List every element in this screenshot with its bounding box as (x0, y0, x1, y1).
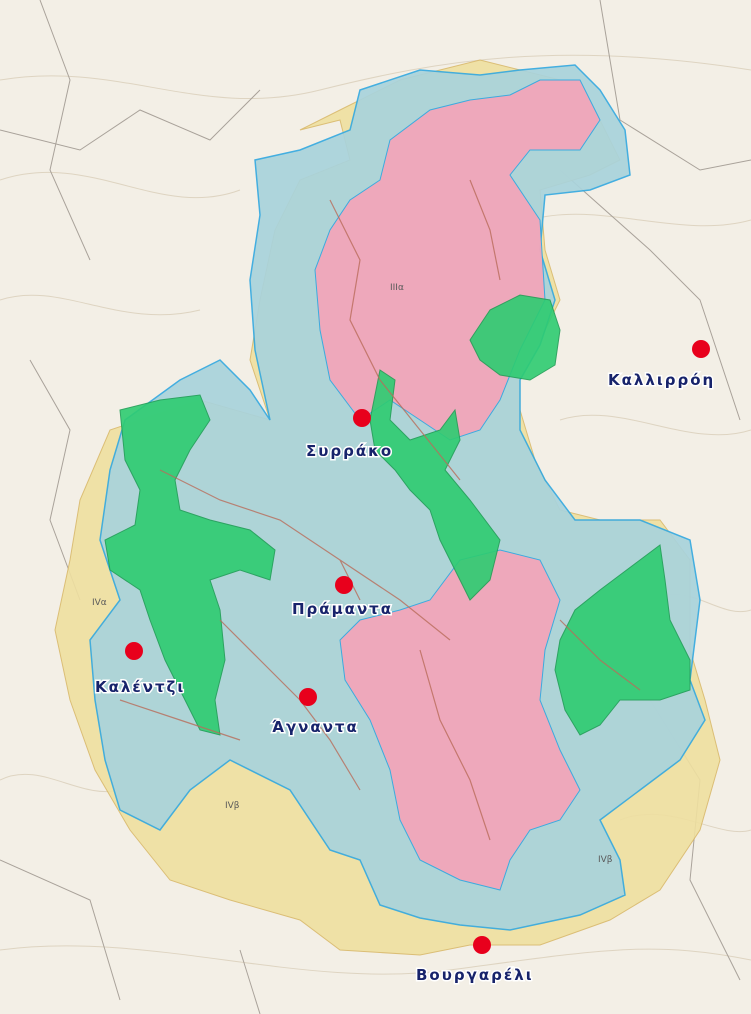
town-agnanta[interactable]: Άγναντα (271, 688, 359, 738)
zone-blue (89, 64, 706, 931)
town-marker[interactable] (692, 340, 710, 358)
zone-pink-south (339, 549, 581, 891)
town-kalentzi[interactable]: Καλέντζι (94, 642, 185, 698)
zone-green-west (104, 394, 276, 736)
zone-green-central (369, 369, 501, 601)
town-marker[interactable] (299, 688, 317, 706)
town-marker[interactable] (353, 409, 371, 427)
zone-label: IVβ (225, 801, 240, 811)
town-label: Καλέντζι (95, 678, 185, 696)
town-label: Πράμαντα (292, 600, 393, 618)
zone-label: IVα (92, 598, 107, 608)
town-kallirroi[interactable]: Καλλιρρόη (607, 340, 715, 391)
town-label: Βουργαρέλι (416, 966, 534, 984)
zone-label: IVβ (598, 855, 613, 865)
town-label: Συρράκο (306, 442, 393, 460)
town-vourgareli[interactable]: Βουργαρέλι (415, 936, 534, 986)
town-pramanta[interactable]: Πράμαντα (291, 576, 393, 620)
zone-green-northeast (469, 294, 561, 381)
town-marker[interactable] (473, 936, 491, 954)
zone-label: IIIα (390, 283, 404, 293)
zone-green-east (554, 544, 691, 736)
town-marker[interactable] (335, 576, 353, 594)
town-marker[interactable] (125, 642, 143, 660)
town-syrrako[interactable]: Συρράκο (305, 409, 393, 462)
town-label: Καλλιρρόη (608, 371, 715, 389)
town-label: Άγναντα (272, 718, 359, 736)
